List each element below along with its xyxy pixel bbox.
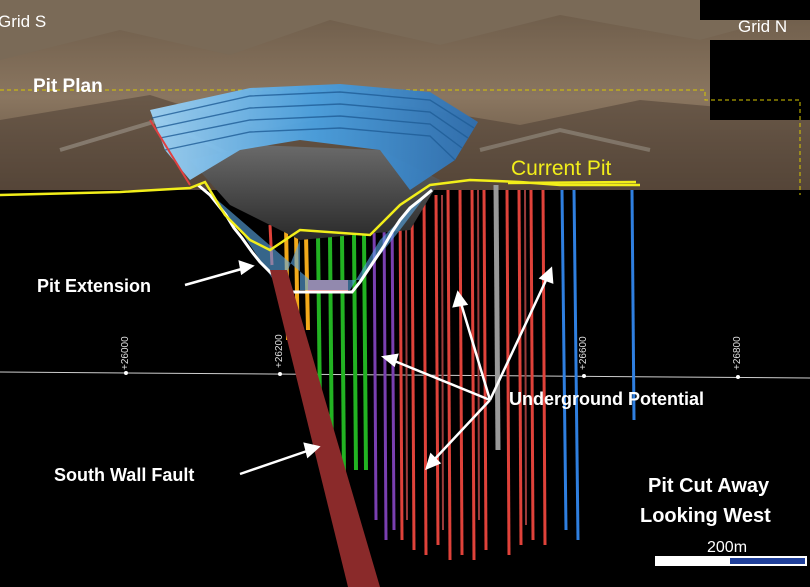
grid-south-label: Grid S (0, 12, 47, 31)
grid-north-label: Grid N (738, 17, 788, 36)
grid-tick-label: +26600 (578, 336, 589, 370)
grid-tick-label: +26200 (274, 334, 285, 368)
grid-tick-label: +26800 (732, 336, 743, 370)
south-wall-fault (270, 270, 380, 587)
cut-away-title-line1: Pit Cut Away (648, 475, 770, 497)
current-pit-underline (507, 180, 637, 185)
pit-plan-label: Pit Plan (33, 76, 103, 97)
current-pit-line (0, 178, 640, 252)
grid-tick-label: +26000 (120, 336, 131, 370)
south-wall-fault-label: South Wall Fault (54, 465, 195, 485)
grid-line (0, 371, 810, 379)
pit-plan-outline (0, 89, 801, 195)
underground-void (0, 190, 810, 587)
cut-away-title-line2: Looking West (640, 505, 771, 527)
scale-bar-label: 200m (707, 539, 748, 556)
current-pit-label: Current Pit (511, 157, 612, 180)
underground-potential-label: Underground Potential (509, 389, 704, 409)
annotation-arrows (184, 260, 554, 476)
shell-edge-accent (149, 119, 191, 186)
drill-holes (268, 184, 636, 561)
scale-bar (655, 556, 807, 566)
pit-interior (190, 145, 440, 240)
pit-extension-label: Pit Extension (37, 276, 152, 296)
grid-tick-marks (124, 371, 740, 379)
